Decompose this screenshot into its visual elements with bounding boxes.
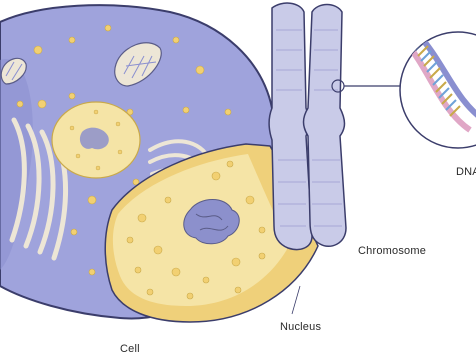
dna-magnifier <box>400 30 476 148</box>
label-dna: DNA <box>456 166 476 178</box>
chromosome <box>269 3 346 249</box>
label-cell: Cell <box>120 343 140 355</box>
label-nucleus: Nucleus <box>280 321 321 333</box>
nucleolus-inner <box>52 102 140 178</box>
nucleus-leader <box>292 286 300 314</box>
label-chromosome: Chromosome <box>358 245 426 257</box>
